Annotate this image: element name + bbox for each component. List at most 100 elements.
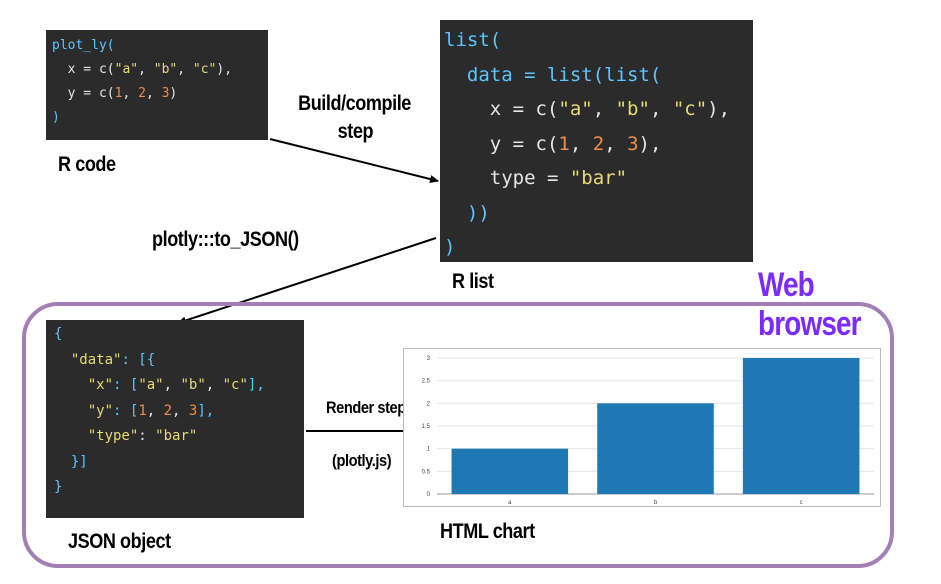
code-token: , bbox=[649, 98, 673, 120]
code-token: 2 bbox=[138, 86, 146, 101]
y-tick-label: 3 bbox=[427, 356, 431, 362]
to-json-label: plotly:::to_JSON() bbox=[152, 228, 299, 251]
code-token: x = c( bbox=[52, 62, 115, 77]
code-token: : [ bbox=[113, 402, 139, 419]
code-line: "type": "bar" bbox=[54, 424, 304, 450]
code-token: x = c( bbox=[444, 98, 559, 120]
html-chart: 0 0.5 1 1.5 2 2.5 3 a b c bbox=[403, 348, 881, 507]
code-token: }] bbox=[54, 453, 88, 470]
code-token: : bbox=[138, 428, 156, 444]
code-line: { bbox=[54, 322, 304, 348]
code-token: "c" bbox=[672, 98, 708, 120]
code-token: 1 bbox=[138, 402, 147, 419]
code-token: ), bbox=[707, 98, 731, 120]
y-tick-label: 1 bbox=[427, 447, 431, 453]
code-line: ) bbox=[444, 230, 753, 265]
code-token: "bar" bbox=[155, 428, 198, 444]
code-token: 2 bbox=[592, 132, 605, 155]
build-step-line1: Build/compile bbox=[298, 92, 411, 115]
arrow-build bbox=[269, 138, 439, 183]
web-browser-title: Web browser bbox=[758, 266, 862, 343]
code-token: ], bbox=[247, 377, 265, 393]
code-token: , bbox=[604, 132, 628, 155]
code-token: "b" bbox=[153, 62, 178, 77]
code-token: , bbox=[569, 132, 593, 155]
code-token: "x" bbox=[54, 377, 114, 393]
bar-c bbox=[742, 358, 860, 494]
code-line: x = c("a", "b", "c"), bbox=[52, 58, 268, 82]
code-token: y = c( bbox=[444, 132, 559, 155]
code-token: ), bbox=[638, 132, 662, 155]
code-line: } bbox=[54, 475, 304, 501]
x-tick-label: b bbox=[654, 500, 658, 506]
x-tick-label: c bbox=[800, 500, 803, 506]
web-browser-frame bbox=[22, 302, 894, 568]
code-line: y = c(1, 2, 3) bbox=[52, 82, 268, 106]
code-token: , bbox=[145, 86, 162, 101]
code-token: "c" bbox=[192, 62, 217, 77]
code-token: ) bbox=[444, 236, 456, 258]
code-token: "y" bbox=[54, 402, 114, 419]
r-code-label: R code bbox=[58, 153, 116, 176]
code-token: , bbox=[163, 377, 181, 393]
code-line: )) bbox=[444, 196, 753, 231]
code-line: list( bbox=[444, 23, 753, 58]
code-token: } bbox=[54, 479, 63, 495]
code-line: x = c("a", "b", "c"), bbox=[444, 92, 753, 127]
code-token: , bbox=[172, 402, 189, 419]
code-token: , bbox=[122, 86, 139, 101]
code-token: plot_ly( bbox=[52, 38, 115, 53]
code-token: , bbox=[205, 377, 223, 393]
json-object-label: JSON object bbox=[68, 530, 171, 553]
code-token: : [ bbox=[113, 377, 139, 393]
code-line: "y": [1, 2, 3], bbox=[54, 399, 304, 425]
code-token: "a" bbox=[138, 377, 164, 393]
code-line: type = "bar" bbox=[444, 161, 753, 196]
code-token: 3 bbox=[627, 132, 639, 155]
r-list-block: list( data = list(list( x = c("a", "b", … bbox=[440, 20, 753, 262]
build-step-label: Build/compile step bbox=[290, 90, 419, 146]
code-token: { bbox=[54, 326, 63, 342]
code-token: "data" bbox=[54, 351, 122, 368]
y-tick-label: 1.5 bbox=[422, 424, 431, 430]
code-token: : [{ bbox=[121, 351, 156, 368]
code-line: "x": ["a", "b", "c"], bbox=[54, 373, 304, 399]
arrow-to-json bbox=[177, 237, 437, 325]
render-step-label: Render step bbox=[326, 398, 406, 417]
bar-a bbox=[451, 448, 569, 494]
code-token: "bar" bbox=[569, 167, 628, 189]
code-line: y = c(1, 2, 3), bbox=[444, 127, 753, 162]
code-token: 1 bbox=[114, 86, 123, 101]
code-token: 3 bbox=[188, 402, 198, 419]
code-token: , bbox=[592, 98, 616, 120]
y-tick-label: 0 bbox=[427, 492, 431, 498]
code-token: ), bbox=[216, 62, 233, 77]
code-line: "data": [{ bbox=[54, 348, 304, 374]
x-tick-label: a bbox=[508, 500, 512, 506]
y-tick-label: 2.5 bbox=[422, 379, 431, 385]
code-token: y = c( bbox=[52, 86, 115, 101]
code-token: "b" bbox=[180, 377, 206, 393]
code-line: ) bbox=[52, 106, 268, 130]
code-token: 2 bbox=[163, 402, 173, 419]
code-token: "c" bbox=[222, 377, 248, 393]
y-tick-label: 2 bbox=[427, 401, 431, 407]
code-token: )) bbox=[444, 201, 490, 224]
html-chart-label: HTML chart bbox=[440, 520, 535, 543]
code-line: data = list(list( bbox=[444, 58, 753, 93]
code-token: ) bbox=[169, 86, 178, 101]
code-token: type = bbox=[444, 167, 570, 189]
build-step-line2: step bbox=[337, 120, 374, 143]
code-token: ], bbox=[197, 402, 215, 419]
code-line: }] bbox=[54, 450, 304, 476]
bar-b bbox=[597, 403, 714, 494]
code-token: "type" bbox=[54, 428, 139, 444]
code-token: , bbox=[138, 62, 154, 77]
y-tick-label: 0.5 bbox=[422, 469, 431, 475]
bar-chart: 0 0.5 1 1.5 2 2.5 3 a b c bbox=[422, 356, 874, 506]
code-token: ) bbox=[52, 110, 60, 125]
r-list-label: R list bbox=[452, 270, 494, 293]
code-line: plot_ly( bbox=[52, 34, 268, 58]
code-token: data = list(list( bbox=[444, 63, 662, 86]
